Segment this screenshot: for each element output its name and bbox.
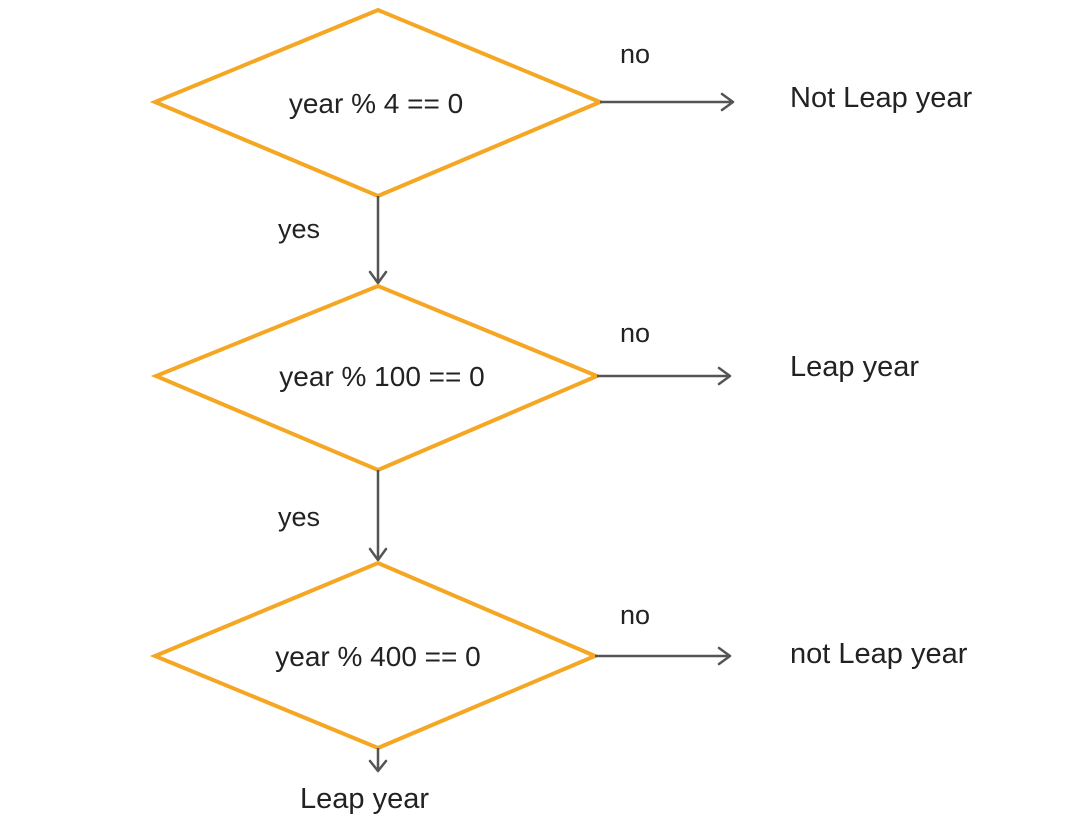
decision-1-yes-label: yes (278, 214, 320, 244)
final-result: Leap year (300, 783, 429, 815)
decision-1-yes-arrowhead (368, 270, 388, 285)
decision-3-no-result: not Leap year (790, 638, 968, 670)
decision-3-no-label: no (620, 600, 650, 630)
decision-2: year % 100 == 0 (150, 283, 603, 473)
decision-2-condition: year % 100 == 0 (279, 361, 484, 392)
decision-3-no-arrowhead (717, 646, 732, 666)
decision-2-no-result: Leap year (790, 351, 919, 383)
decision-1-no-arrowhead (720, 92, 735, 112)
decision-1-no-result: Not Leap year (790, 82, 973, 114)
decision-3: year % 400 == 0 (149, 560, 601, 751)
decision-2-yes-arrowhead (368, 547, 388, 562)
decision-2-no-label: no (620, 318, 650, 348)
decision-2-no-arrowhead (717, 366, 732, 386)
decision-3-yes-arrowhead (368, 759, 388, 773)
decision-1-no-label: no (620, 39, 650, 69)
decision-1-condition: year % 4 == 0 (289, 88, 463, 119)
decision-3-condition: year % 400 == 0 (275, 641, 480, 672)
decision-2-yes-label: yes (278, 502, 320, 532)
decision-1: year % 4 == 0 (149, 7, 606, 199)
